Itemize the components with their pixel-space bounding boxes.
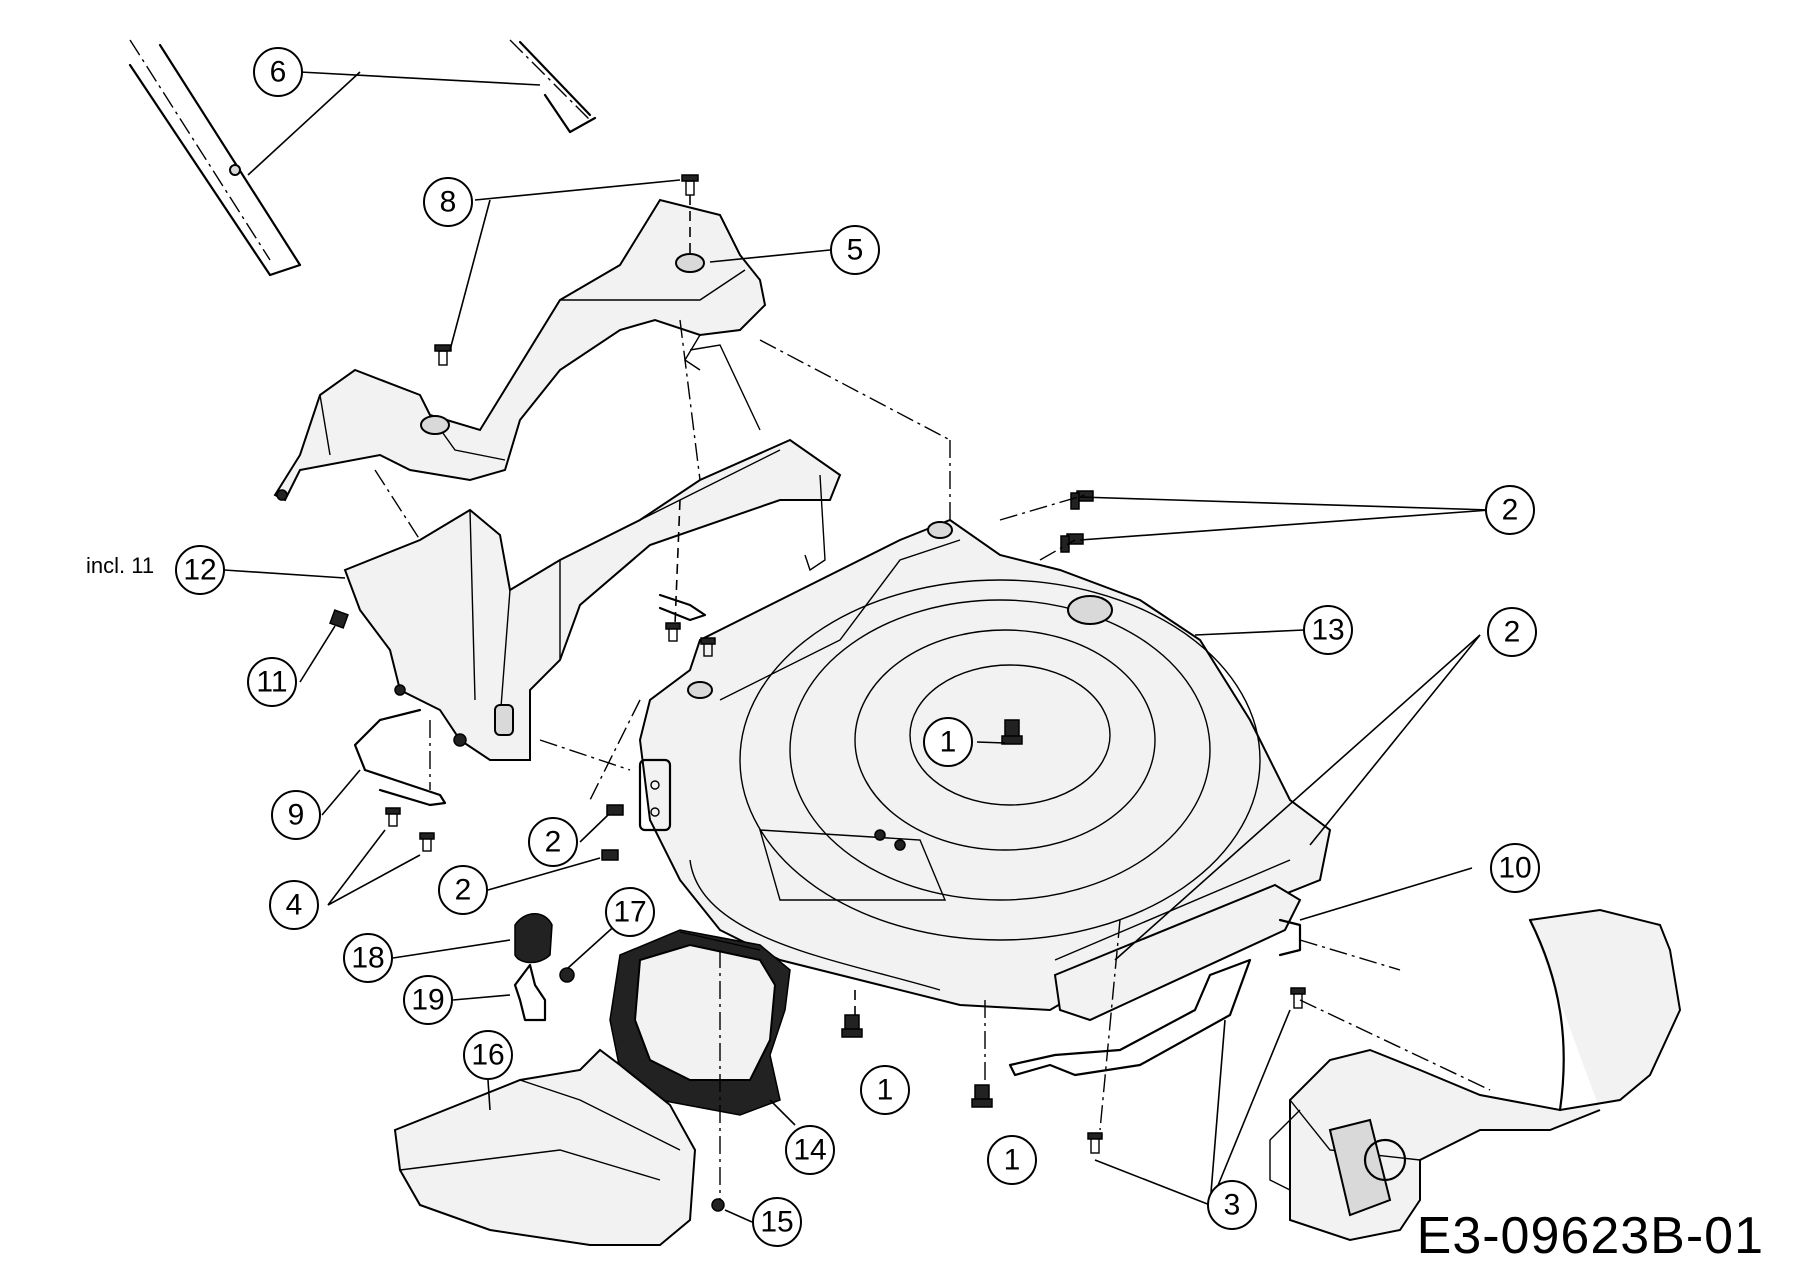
callout-label: 13 — [1311, 614, 1344, 647]
callout-label: 17 — [613, 896, 646, 929]
callout-label: 2 — [545, 826, 562, 859]
callout-6: 6 — [253, 47, 303, 97]
callout-2-top: 2 — [1485, 485, 1535, 535]
callout-label: 10 — [1498, 852, 1531, 885]
callout-label: 2 — [455, 874, 472, 907]
callout-3: 3 — [1207, 1180, 1257, 1230]
callout-16: 16 — [463, 1030, 513, 1080]
callout-2-lower: 2 — [438, 865, 488, 915]
callout-label: 2 — [1504, 616, 1521, 649]
flap-bracket — [353, 593, 707, 807]
grass-bag-hood — [393, 1048, 697, 1246]
callout-label: 5 — [847, 234, 864, 267]
callout-13: 13 — [1303, 605, 1353, 655]
callout-label: 9 — [288, 799, 305, 832]
callout-label: 1 — [1004, 1144, 1021, 1177]
callout-label: 6 — [270, 56, 287, 89]
callout-1-left: 1 — [860, 1065, 910, 1115]
rear-housing — [343, 334, 842, 761]
included-parts-note: incl. 11 — [86, 553, 155, 578]
handle-cover — [273, 198, 767, 502]
callout-15: 15 — [752, 1197, 802, 1247]
callout-5: 5 — [830, 225, 880, 275]
callout-label: 12 — [183, 554, 216, 587]
adjuster-lever — [513, 913, 575, 1022]
drawing-number: E3-09623B-01 — [1416, 1207, 1764, 1265]
callout-12: 12 — [175, 545, 225, 595]
callout-19: 19 — [403, 975, 453, 1025]
callout-2-right: 2 — [1487, 607, 1537, 657]
callout-8: 8 — [423, 177, 473, 227]
callout-1-bottom: 1 — [987, 1135, 1037, 1185]
callout-9: 9 — [271, 790, 321, 840]
callout-label: 1 — [877, 1074, 894, 1107]
callout-label: 15 — [760, 1206, 793, 1239]
callout-label: 14 — [793, 1134, 826, 1167]
callout-label: 2 — [1502, 494, 1519, 527]
callout-14: 14 — [785, 1125, 835, 1175]
side-bracket — [1008, 883, 1302, 1077]
callout-label: 1 — [940, 726, 957, 759]
callout-label: 3 — [1224, 1189, 1241, 1222]
callout-label: 18 — [351, 942, 384, 975]
callout-17: 17 — [605, 887, 655, 937]
callout-1-center: 1 — [923, 717, 973, 767]
callout-label: 16 — [471, 1039, 504, 1072]
callout-11: 11 — [247, 657, 297, 707]
callout-label: 8 — [440, 186, 457, 219]
callout-label: 4 — [286, 889, 303, 922]
screws — [385, 174, 1306, 1212]
callout-10: 10 — [1490, 843, 1540, 893]
callout-4: 4 — [269, 880, 319, 930]
nut-11 — [329, 609, 349, 629]
callout-18: 18 — [343, 933, 393, 983]
assembly-lines — [374, 195, 1491, 1200]
mulch-chute-assembly — [1269, 908, 1682, 1242]
callout-label: 11 — [256, 666, 287, 699]
callout-label: 19 — [411, 984, 444, 1017]
handle-tube — [128, 39, 597, 277]
callout-2-mid: 2 — [528, 817, 578, 867]
rear-flap — [609, 929, 791, 1116]
